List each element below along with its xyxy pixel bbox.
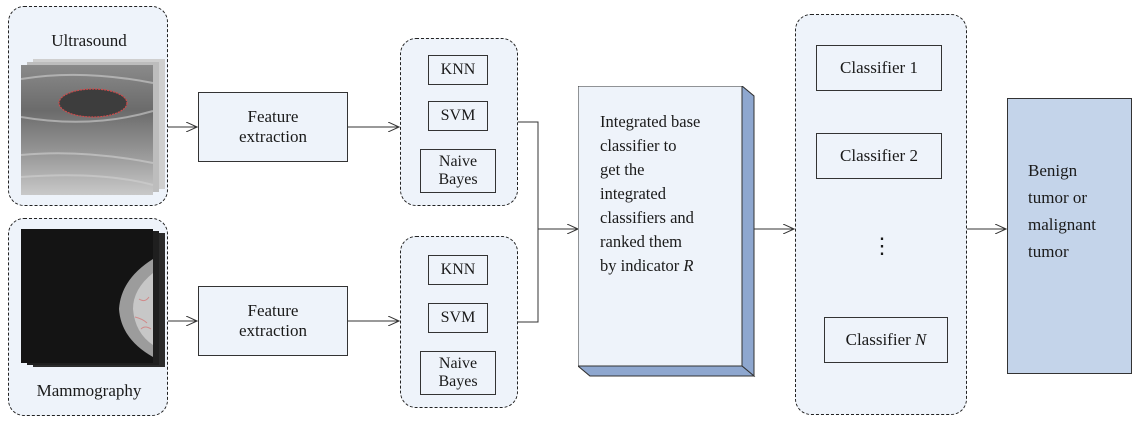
- classifier-1-label: Classifier 1: [840, 58, 918, 78]
- bracket-merge-line: [518, 121, 539, 323]
- mammography-panel: Mammography: [8, 218, 168, 416]
- feature-extraction-bottom: Feature extraction: [198, 286, 348, 356]
- knn-label-top: KNN: [440, 60, 476, 78]
- base-classifiers-top: KNN SVM Naive Bayes: [400, 38, 518, 206]
- classifier-n-prefix: Classifier: [845, 330, 911, 350]
- naive-bayes-box-bottom: Naive Bayes: [420, 351, 496, 395]
- integrated-box-3d: [578, 86, 756, 378]
- integrated-line-7-text: by indicator: [600, 256, 680, 275]
- svm-label-bottom: SVM: [440, 308, 476, 326]
- knn-label-bottom: KNN: [440, 260, 476, 278]
- output-line-2: tumor or: [1028, 188, 1088, 207]
- ultrasound-label: Ultrasound: [51, 31, 127, 50]
- classifier-2-label: Classifier 2: [840, 146, 918, 166]
- output-text: Benign tumor or malignant tumor: [1028, 157, 1096, 265]
- naive-label-bottom: Naive: [438, 354, 478, 372]
- feature-extraction-top-label: Feature extraction: [239, 107, 307, 146]
- classifier-n-var: N: [915, 330, 927, 350]
- feature-extraction-top: Feature extraction: [198, 92, 348, 162]
- integrated-line-6: ranked them: [600, 232, 683, 251]
- classifier-n-box: Classifier N: [824, 317, 948, 363]
- classifier-n-label: Classifier N: [846, 330, 927, 350]
- integrated-line-4: integrated: [600, 184, 666, 203]
- integrated-line-3: get the: [600, 160, 645, 179]
- output-line-3: malignant: [1028, 215, 1096, 234]
- classifier-ellipsis: ⋮: [871, 233, 893, 258]
- knn-box-top: KNN: [428, 55, 488, 85]
- svm-box-top: SVM: [428, 101, 488, 131]
- mammography-label: Mammography: [36, 381, 142, 400]
- output-line-1: Benign: [1028, 161, 1078, 180]
- bayes-label-top: Bayes: [438, 171, 478, 188]
- svm-label-top: SVM: [440, 106, 476, 124]
- classifier-1-box: Classifier 1: [816, 45, 942, 91]
- knn-box-bottom: KNN: [428, 255, 488, 285]
- indicator-r: R: [683, 256, 694, 275]
- naive-label-top: Naive: [438, 152, 478, 170]
- ultrasound-image: [21, 59, 165, 195]
- mammography-image: [21, 229, 165, 367]
- svm-box-bottom: SVM: [428, 303, 488, 333]
- output-line-4: tumor: [1028, 242, 1069, 261]
- feature-extraction-bottom-label: Feature extraction: [239, 301, 307, 340]
- ultrasound-panel: Ultrasound: [8, 6, 168, 206]
- naive-bayes-box-top: Naive Bayes: [420, 149, 496, 193]
- integrated-line-5: classifiers and: [600, 208, 694, 227]
- classifier-2-box: Classifier 2: [816, 133, 942, 179]
- integrated-line-7: by indicator R: [600, 254, 750, 278]
- integrated-classifiers-panel: Classifier 1 Classifier 2 ⋮ Classifier N: [795, 14, 967, 415]
- output-box: Benign tumor or malignant tumor: [1007, 98, 1132, 374]
- base-classifiers-bottom: KNN SVM Naive Bayes: [400, 236, 518, 408]
- integrated-line-1: Integrated base: [600, 112, 701, 131]
- integrated-text: Integrated base classifier to get the in…: [600, 110, 750, 278]
- bayes-label-bottom: Bayes: [438, 373, 478, 390]
- integrated-line-2: classifier to: [600, 136, 677, 155]
